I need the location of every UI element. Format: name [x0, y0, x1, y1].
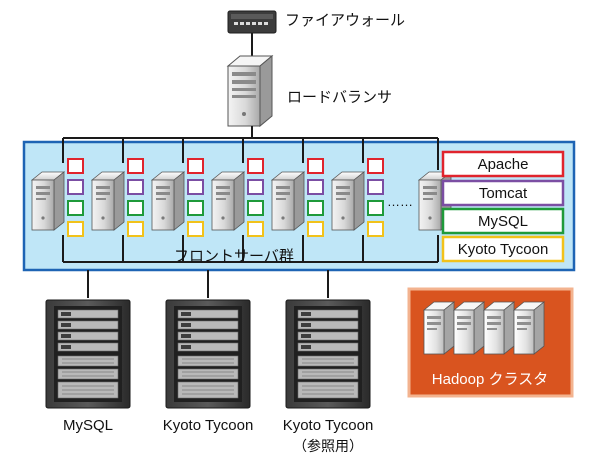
- db-server-kyoto-tycoon: Kyoto Tycoon: [163, 299, 254, 434]
- hadoop-label: Hadoop クラスタ: [432, 371, 548, 388]
- legend-swatch: [441, 179, 565, 207]
- db-server-kyoto-tycoon-ref: Kyoto Tycoon （参照用）: [283, 299, 374, 454]
- server-rack-icon: [165, 299, 251, 409]
- db-server-mysql: MySQL: [45, 299, 131, 434]
- front-server-1: [31, 171, 65, 231]
- legend-item-apache: Apache: [441, 150, 565, 178]
- legend-label: Tomcat: [479, 185, 528, 202]
- legend-label: Kyoto Tycoon: [458, 241, 549, 258]
- front-server-2: [91, 171, 125, 231]
- db-connectors: [87, 270, 329, 298]
- front-servers-label: フロントサーバ群: [174, 248, 294, 265]
- legend-label: MySQL: [478, 213, 528, 230]
- db-server-label: MySQL: [63, 417, 113, 434]
- legend-swatch: [441, 207, 565, 235]
- db-server-label: Kyoto Tycoon: [163, 417, 254, 434]
- db-server-label: Kyoto Tycoon: [283, 417, 374, 434]
- firewall-label: ファイアウォール: [285, 12, 405, 29]
- front-server-6: [331, 171, 365, 231]
- load-balancer-icon: [226, 54, 274, 128]
- server-rack-icon: [285, 299, 371, 409]
- load-balancer-node: ロードバランサ: [226, 54, 392, 128]
- server-rack-icon: [45, 299, 131, 409]
- load-balancer-label: ロードバランサ: [287, 89, 392, 106]
- service-legend: Apache Tomcat MySQL Kyoto Tycoon: [441, 150, 565, 263]
- hadoop-cluster: Hadoop クラスタ: [407, 287, 574, 398]
- legend-item-mysql: MySQL: [441, 207, 565, 235]
- legend-label: Apache: [478, 156, 529, 173]
- front-server-4: [211, 171, 245, 231]
- front-server-5: [271, 171, 305, 231]
- hadoop-server-4: [513, 301, 545, 355]
- hadoop-server-1: [423, 301, 455, 355]
- legend-item-kyoto-tycoon: Kyoto Tycoon: [441, 235, 565, 263]
- front-bus-bottom: [62, 235, 439, 263]
- db-server-sublabel: （参照用）: [293, 438, 363, 454]
- front-server-3: [151, 171, 185, 231]
- hadoop-server-3: [483, 301, 515, 355]
- front-bus-top: [62, 137, 439, 170]
- firewall-node: ファイアウォール: [227, 10, 405, 34]
- legend-swatch: [441, 235, 565, 263]
- legend-swatch: [441, 150, 565, 178]
- legend-item-tomcat: Tomcat: [441, 179, 565, 207]
- ellipsis-label: ……: [387, 194, 413, 209]
- hadoop-server-2: [453, 301, 485, 355]
